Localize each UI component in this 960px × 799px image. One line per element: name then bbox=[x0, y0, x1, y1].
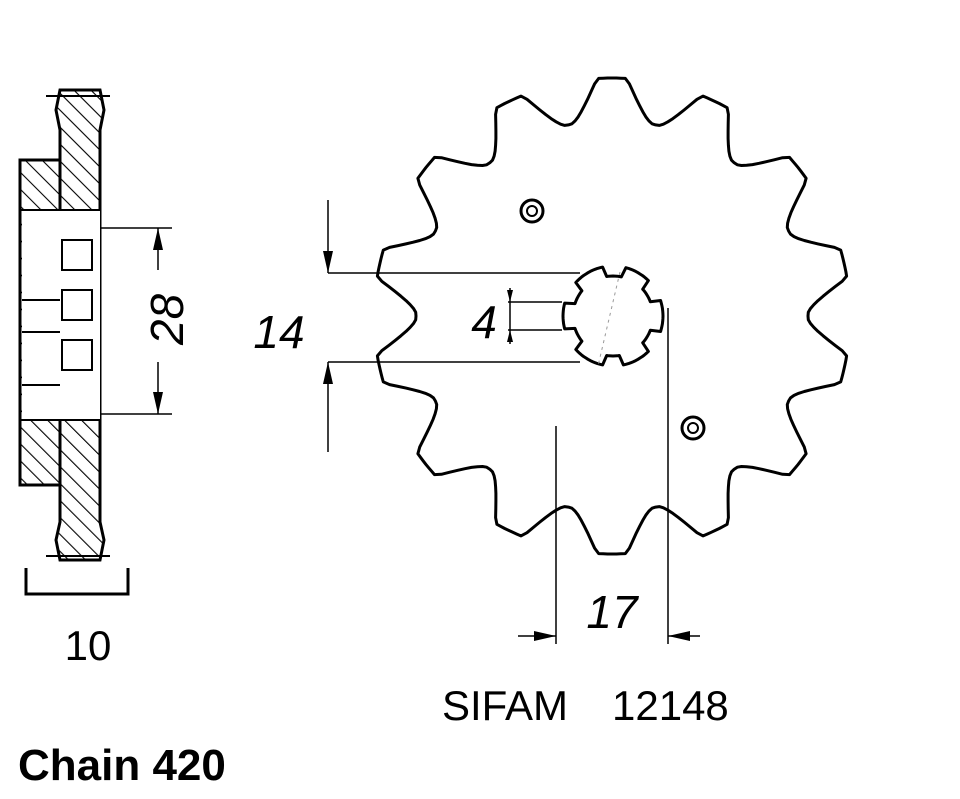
chain-label: Chain 420 bbox=[18, 741, 226, 790]
width-bracket bbox=[24, 568, 130, 596]
mounting-hole-top bbox=[519, 198, 545, 224]
side-view: 28 10 bbox=[18, 88, 193, 669]
front-view: 14 4 17 bbox=[253, 76, 849, 644]
dim-width-label: 10 bbox=[65, 622, 112, 669]
part-number: 12148 bbox=[612, 682, 729, 729]
dim-height-label: 28 bbox=[141, 293, 193, 346]
splined-bore bbox=[561, 265, 665, 367]
sprocket-outline bbox=[375, 76, 849, 556]
brand-label: SIFAM bbox=[442, 682, 568, 729]
dim-key-label: 4 bbox=[471, 296, 497, 348]
mounting-hole-bottom bbox=[680, 415, 706, 441]
dim-offset-label: 17 bbox=[586, 586, 639, 638]
dim-bore-label: 14 bbox=[253, 306, 304, 358]
